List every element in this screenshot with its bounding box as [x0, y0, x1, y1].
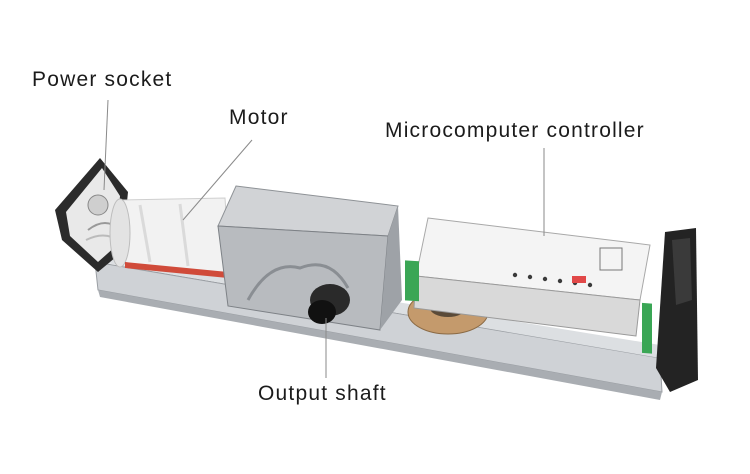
microcomputer-controller-label: Microcomputer controller — [385, 119, 645, 142]
controller-board-icon — [405, 217, 652, 354]
power-socket-icon — [55, 158, 128, 272]
power-socket-leader — [103, 99, 109, 191]
motor-icon — [109, 197, 231, 278]
power-socket-label: Power socket — [32, 68, 173, 91]
output-shaft-icon — [308, 284, 350, 324]
motor-leader — [182, 139, 253, 221]
right-end-cap — [656, 228, 698, 392]
callout-lines — [103, 99, 545, 378]
output-shaft-label: Output shaft — [258, 382, 387, 405]
motor-label: Motor — [229, 106, 289, 129]
